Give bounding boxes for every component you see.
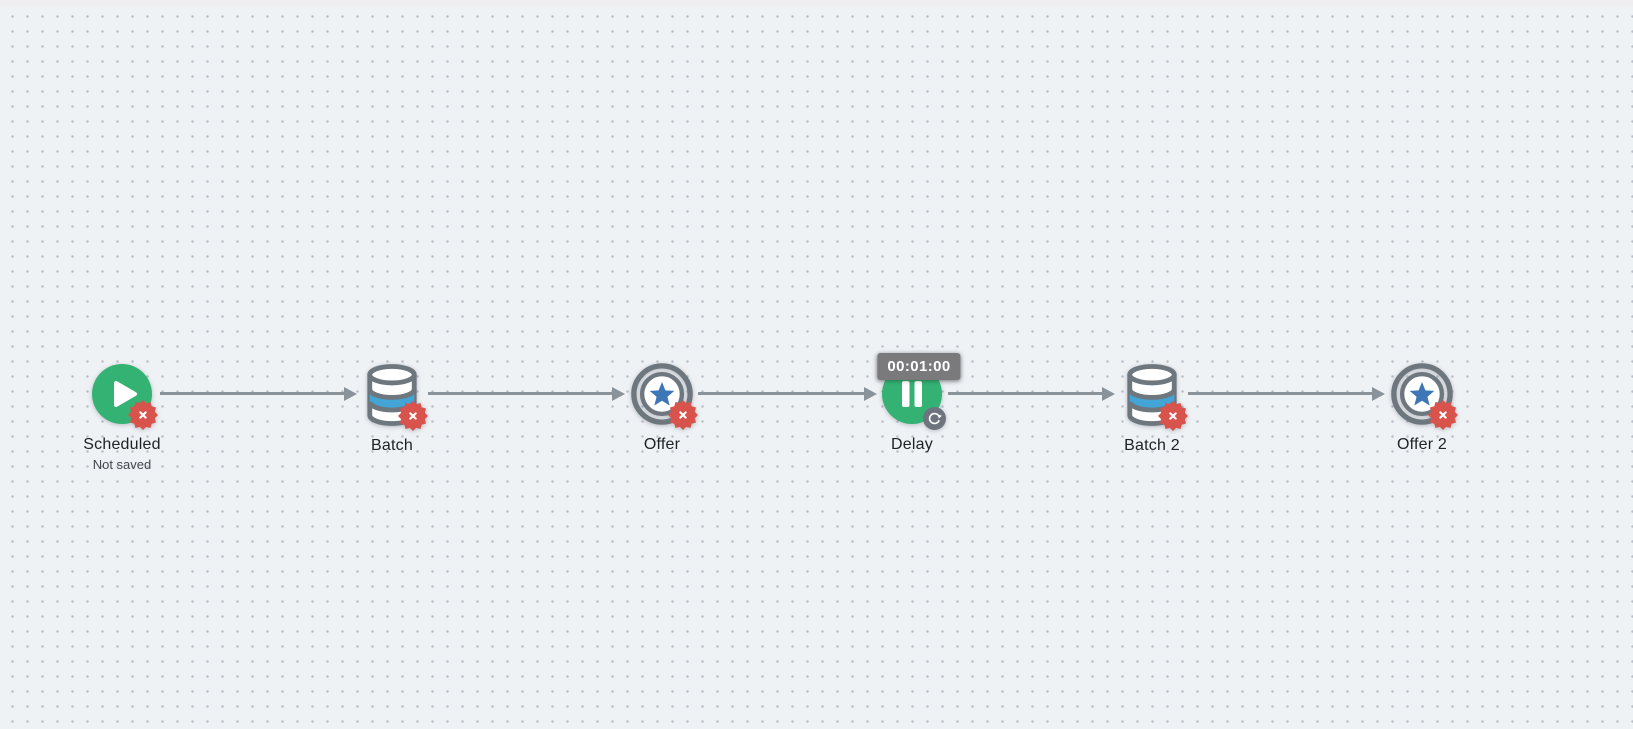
- batch2-icon-wrap: [1120, 363, 1188, 431]
- connector-arrow-icon[interactable]: [428, 386, 625, 401]
- batch-icon-wrap: [360, 363, 428, 431]
- canvas-top-edge: [0, 0, 1633, 7]
- connector-arrow-icon[interactable]: [160, 386, 357, 401]
- node-batch[interactable]: Batch: [312, 362, 472, 455]
- node-scheduled[interactable]: Scheduled Not saved: [42, 362, 202, 472]
- offer2-icon-wrap: [1390, 362, 1458, 430]
- scheduled-icon-wrap: [90, 362, 158, 430]
- node-sublabel: Not saved: [92, 457, 152, 472]
- node-label: Offer: [643, 436, 681, 453]
- node-label: Delay: [891, 436, 933, 453]
- node-delay[interactable]: 00:01:00 Delay: [832, 353, 992, 454]
- connector-arrow-icon[interactable]: [698, 386, 877, 401]
- node-offer[interactable]: Offer: [582, 362, 742, 454]
- connector-arrow-icon[interactable]: [1188, 386, 1385, 401]
- connector-arrow-icon[interactable]: [948, 386, 1115, 401]
- node-label: Scheduled: [83, 436, 161, 453]
- node-batch-2[interactable]: Batch 2: [1072, 362, 1232, 455]
- star-target-icon: [1391, 363, 1453, 425]
- node-offer-2[interactable]: Offer 2: [1342, 362, 1502, 454]
- node-label: Batch: [371, 437, 413, 454]
- delay-icon-wrap: 00:01:00: [877, 353, 961, 430]
- refresh-badge-icon: [923, 407, 946, 430]
- star-target-icon: [631, 363, 693, 425]
- node-label: Batch 2: [1124, 437, 1180, 454]
- offer-icon-wrap: [630, 362, 698, 430]
- delay-duration-tooltip: 00:01:00: [877, 353, 961, 380]
- node-label: Offer 2: [1396, 436, 1448, 453]
